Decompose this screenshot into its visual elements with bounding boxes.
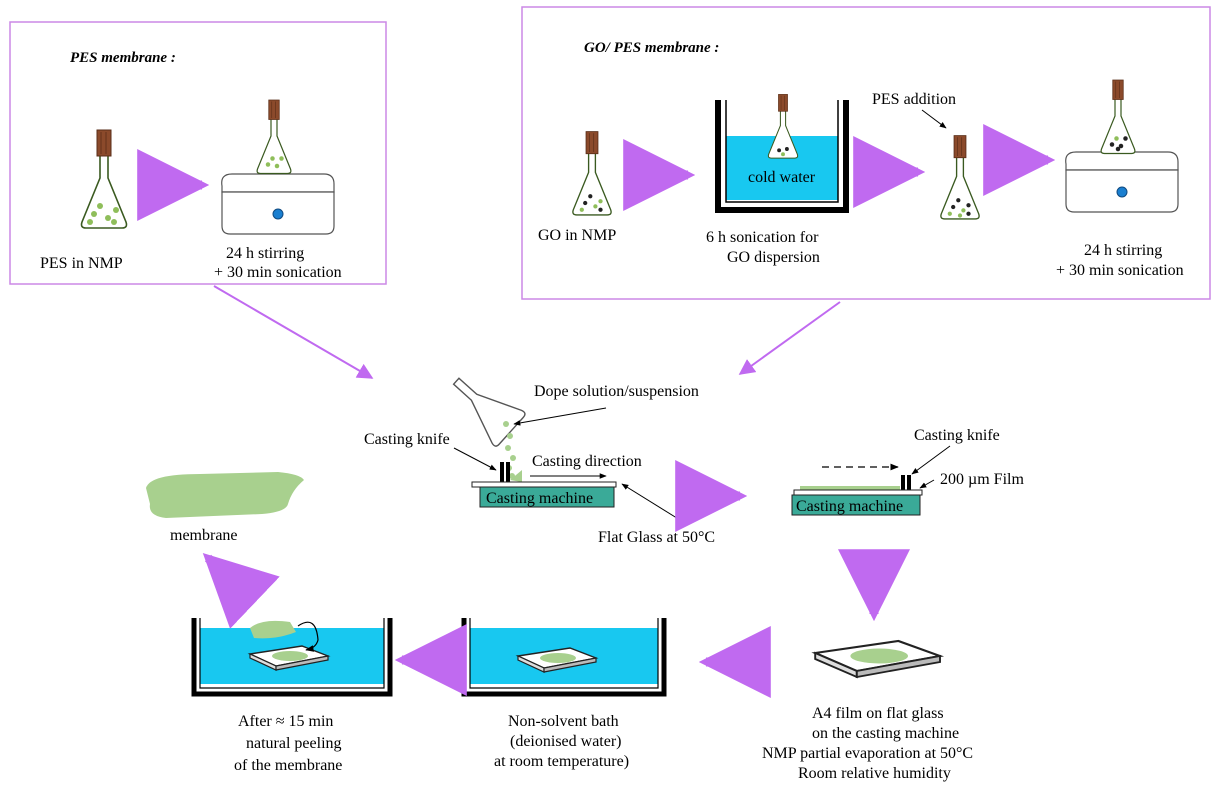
dope-puddle	[510, 470, 522, 482]
peeling-step: After ≈ 15 min natural peeling of the me…	[191, 618, 393, 774]
a4-label-1: A4 film on flat glass	[812, 705, 944, 722]
pes-membrane-box: PES membrane : PES in NMP 24 h stirring …	[9, 21, 387, 285]
go-box-title: GO/ PES membrane :	[584, 40, 719, 56]
go-stirrer-icon	[1065, 151, 1179, 213]
pes-stirrer-icon	[221, 173, 335, 235]
pes-addition-pointer	[921, 109, 947, 129]
peel-label-3: of the membrane	[234, 757, 342, 774]
glass-pointer	[621, 483, 681, 521]
sonication-label-2: GO dispersion	[727, 249, 820, 266]
casting-machine-right	[791, 494, 921, 516]
peel-to-membrane-arrow	[202, 553, 280, 629]
a4-label-3: NMP partial evaporation at 50°C	[762, 745, 973, 762]
flat-glass-left	[471, 481, 617, 488]
casting-knife-label-right: Casting knife	[914, 427, 1000, 444]
pes-box-border	[9, 21, 387, 285]
a4-label-4: Room relative humidity	[798, 765, 951, 782]
pes-flask-icon	[80, 129, 128, 229]
casting-knife-right-2	[907, 475, 911, 491]
membrane-sheet	[146, 472, 304, 518]
go-stirrer-flask-icon	[1100, 79, 1136, 155]
pes-flask-label: PES in NMP	[40, 255, 123, 272]
bath-label-1: Non-solvent bath	[508, 713, 619, 730]
non-solvent-bath-step: Non-solvent bath (deionised water) at ro…	[461, 618, 667, 770]
pes-stir-label-1: 24 h stirring	[226, 245, 304, 262]
bath-text: cold water	[748, 169, 816, 186]
peel-label-2: natural peeling	[246, 735, 342, 752]
bath-label-3: at room temperature)	[494, 753, 629, 770]
casting-machine-label-left: Casting machine	[486, 490, 593, 507]
knife-pointer-left	[453, 447, 497, 471]
casting-direction-label: Casting direction	[532, 453, 642, 470]
dope-label: Dope solution/suspension	[534, 383, 699, 400]
film-layer	[800, 486, 900, 490]
casting-knife-left-2	[506, 462, 510, 482]
casting-machine-label-right: Casting machine	[796, 498, 903, 515]
membrane-label: membrane	[170, 527, 238, 544]
film-pointer	[919, 479, 935, 489]
casting-knife-label-left: Casting knife	[364, 431, 450, 448]
go-stir-label-2: + 30 min sonication	[1056, 262, 1184, 279]
final-membrane: membrane	[146, 472, 304, 544]
go-flask-icon	[572, 130, 612, 216]
film-label: 200 µm Film	[940, 471, 1024, 488]
pes-to-casting-arrow	[213, 285, 374, 379]
pes-addition-label: PES addition	[872, 91, 956, 108]
pes-stir-label-2: + 30 min sonication	[214, 264, 342, 281]
go-pes-membrane-box: GO/ PES membrane : GO in NMP cold water …	[521, 6, 1211, 300]
casting-knife-left	[500, 462, 504, 482]
flat-glass-right	[793, 489, 923, 496]
pes-box-title: PES membrane :	[70, 50, 176, 66]
pouring-flask-icon	[452, 377, 526, 447]
casting-knife-right	[901, 475, 905, 491]
sonication-label-1: 6 h sonication for	[706, 229, 819, 246]
a4-film-step: A4 film on flat glass on the casting mac…	[762, 639, 973, 782]
flat-glass-label: Flat Glass at 50°C	[598, 529, 715, 546]
dope-pointer	[513, 407, 607, 426]
knife-pointer-right	[911, 445, 951, 475]
pes-stirrer-flask-icon	[256, 99, 292, 175]
go-to-casting-arrow	[738, 301, 841, 375]
go-stir-label-1: 24 h stirring	[1084, 242, 1162, 259]
a4-glass-icon	[814, 639, 942, 679]
casting-machine-left	[479, 486, 615, 508]
go-box-border	[521, 6, 1211, 300]
sonication-flask-icon	[767, 93, 799, 159]
a4-label-2: on the casting machine	[812, 725, 959, 742]
go-flask-label: GO in NMP	[538, 227, 616, 244]
casting-step-right: Casting knife 200 µm Film Casting machin…	[791, 427, 1024, 516]
peel-container	[191, 618, 393, 697]
peel-label-1: After ≈ 15 min	[238, 713, 333, 730]
go-pes-flask-icon	[940, 134, 980, 220]
bath-label-2: (deionised water)	[510, 733, 622, 750]
casting-step-left: Dope solution/suspension Casting knife C…	[364, 377, 715, 546]
peel-curl-arrow	[297, 621, 319, 652]
